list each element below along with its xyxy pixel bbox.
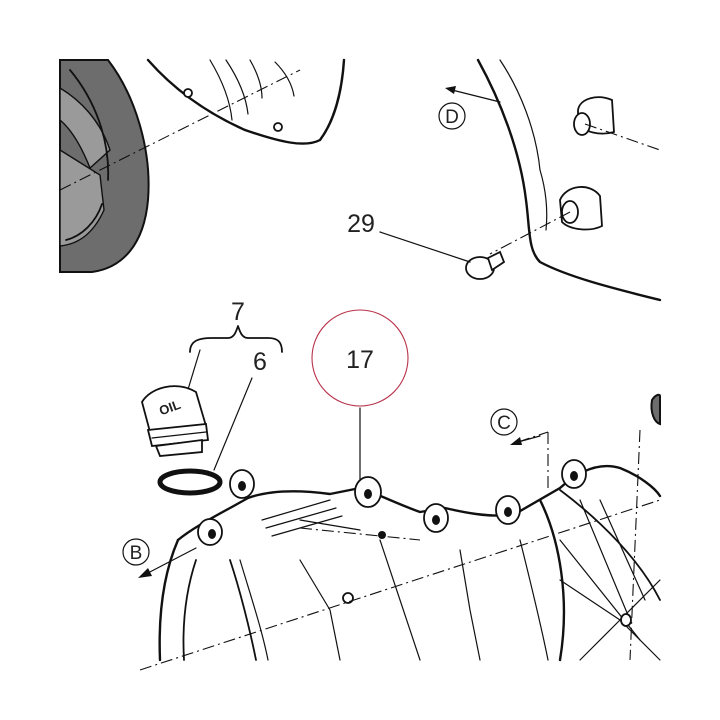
view-d-label: D — [445, 107, 459, 128]
part-6-label: 6 — [253, 348, 267, 376]
crankcase-housing — [139, 393, 662, 671]
oil-cap-text: OIL — [157, 397, 183, 419]
housing-upper-right — [476, 58, 662, 302]
part-17-highlight: 17 — [311, 309, 409, 489]
part-29-label: 29 — [347, 210, 375, 238]
highlight-circle — [311, 309, 409, 407]
view-b-label: B — [130, 543, 143, 564]
part-7-label: 7 — [231, 298, 245, 326]
part-17-label: 17 — [346, 346, 374, 374]
view-b-marker: B — [122, 538, 197, 578]
seal-part-6: 6 — [157, 348, 267, 496]
oil-cap-part-7: 7 OIL — [141, 298, 283, 457]
plug-part-29: 29 — [347, 210, 506, 280]
view-d-marker: D — [438, 86, 501, 130]
flywheel-cover-assembly — [59, 58, 346, 273]
view-c-marker: C — [490, 408, 541, 445]
view-c-label: C — [497, 413, 511, 434]
